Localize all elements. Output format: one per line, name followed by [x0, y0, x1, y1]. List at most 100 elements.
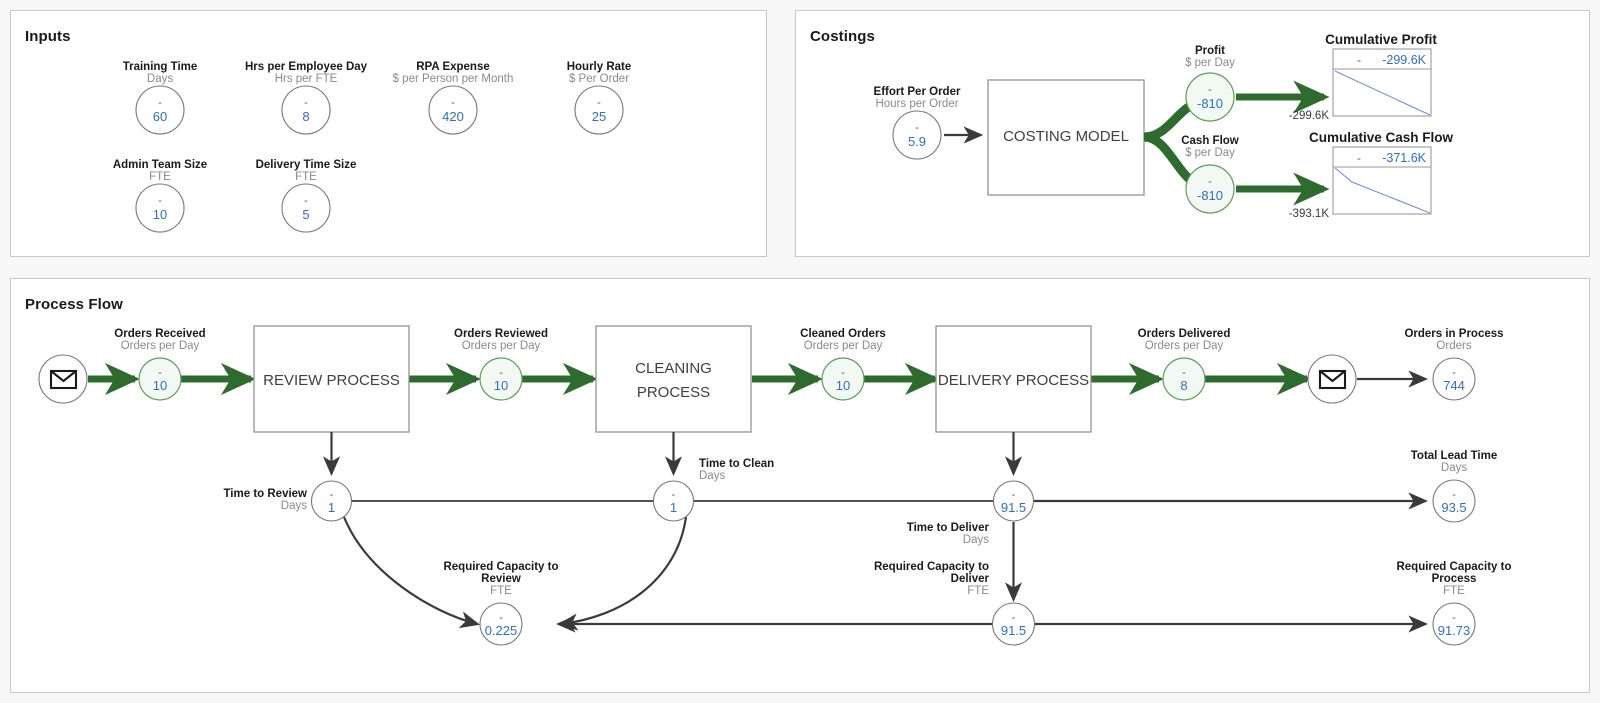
node-circle[interactable]	[574, 85, 624, 135]
chart-readout-value: -371.6K	[1382, 151, 1426, 165]
node-name: Total Lead Time	[1411, 450, 1497, 462]
node-dash: -	[1012, 489, 1016, 501]
flow-node-cleaned-orders[interactable]: Cleaned Orders Orders per Day - 10	[800, 328, 886, 401]
node-value: 10	[153, 207, 167, 222]
node-name: Training Time	[123, 61, 198, 73]
node-name: Effort Per Order	[874, 86, 961, 98]
chart-readout-value: -299.6K	[1382, 53, 1426, 67]
node-unit: Hours per Order	[875, 98, 958, 110]
node-name: Time to Clean	[699, 458, 774, 470]
flow-node-orders-received[interactable]: Orders Received Orders per Day - 10	[114, 328, 206, 401]
box-rect[interactable]	[935, 325, 1092, 433]
node-dash: -	[1208, 176, 1212, 188]
node-circle[interactable]	[1432, 602, 1476, 646]
node-dash: -	[304, 195, 308, 207]
node-value: 744	[1443, 378, 1465, 393]
node-value: 1	[328, 500, 335, 515]
node-circle[interactable]	[1185, 164, 1235, 214]
process-source-envelope[interactable]	[38, 354, 88, 404]
node-dash: -	[672, 489, 676, 501]
flow-node-time-to-review[interactable]: Time to Review Days - 1	[223, 480, 353, 522]
process-box-cleaning[interactable]: CLEANING PROCESS	[595, 325, 752, 433]
flow-node-orders-in-process[interactable]: Orders in Process Orders - 744	[1404, 328, 1504, 401]
node-value: -810	[1197, 96, 1223, 111]
node-name: Orders Received	[114, 328, 205, 340]
node-unit: $ per Day	[1185, 57, 1235, 69]
costing-node-effort-per-order[interactable]: Effort Per Order Hours per Order - 5.9	[874, 86, 961, 160]
node-dash: -	[158, 195, 162, 207]
node-circle[interactable]	[892, 110, 942, 160]
chart-cumulative-profit[interactable]: Cumulative Profit - -299.6K -299.6K	[1289, 32, 1438, 122]
node-name: Cash Flow	[1181, 135, 1239, 147]
input-node-hrs-per-employee-day[interactable]: Hrs per Employee Day Hrs per FTE - 8	[245, 61, 368, 135]
node-circle[interactable]	[281, 85, 331, 135]
node-value: 10	[836, 378, 850, 393]
flow-node-total-lead-time[interactable]: Total Lead Time Days - 93.5	[1411, 450, 1497, 523]
flow-node-time-to-deliver[interactable]: Time to Deliver Days - 91.5	[907, 480, 1035, 546]
flow-node-required-capacity-to-deliver[interactable]: Required Capacity to Deliver FTE - 91.5	[874, 561, 1036, 646]
node-name-line1: Required Capacity to	[443, 561, 558, 573]
node-value: 8	[1180, 378, 1187, 393]
flow-node-required-capacity-to-review[interactable]: Required Capacity to Review FTE - 0.225	[443, 561, 559, 646]
node-unit: FTE	[967, 585, 989, 597]
node-circle[interactable]	[992, 480, 1035, 522]
node-circle[interactable]	[281, 183, 331, 233]
flow-node-orders-reviewed[interactable]: Orders Reviewed Orders per Day - 10	[454, 328, 548, 401]
input-node-hourly-rate[interactable]: Hourly Rate $ Per Order - 25	[567, 61, 632, 135]
node-circle[interactable]	[821, 357, 865, 401]
costing-node-profit[interactable]: Profit $ per Day - -810	[1185, 45, 1235, 122]
node-unit: Hrs per FTE	[275, 73, 338, 85]
box-rect[interactable]	[595, 325, 752, 433]
node-circle[interactable]	[135, 85, 185, 135]
node-circle[interactable]	[135, 183, 185, 233]
node-name: Orders in Process	[1404, 328, 1503, 340]
chart-cumulative-cash-flow[interactable]: Cumulative Cash Flow - -371.6K -393.1K	[1289, 130, 1454, 220]
costings-diagram: Effort Per Order Hours per Order - 5.9 C…	[874, 32, 1454, 220]
inputs-panel-title: Inputs	[25, 28, 71, 45]
node-dash: -	[1012, 612, 1016, 624]
node-unit: Days	[1441, 462, 1467, 474]
flow-node-orders-delivered[interactable]: Orders Delivered Orders per Day - 8	[1138, 328, 1231, 401]
process-box-review[interactable]: REVIEW PROCESS	[253, 325, 410, 433]
node-circle[interactable]	[652, 480, 695, 522]
costings-panel-title: Costings	[810, 28, 875, 45]
chart-series-line	[1334, 167, 1431, 214]
node-circle[interactable]	[479, 602, 523, 646]
costing-model-box[interactable]: COSTING MODEL	[987, 79, 1145, 196]
node-circle[interactable]	[991, 602, 1036, 646]
node-name-line2: Deliver	[951, 573, 990, 585]
chart-title: Cumulative Cash Flow	[1309, 130, 1454, 145]
node-dash: -	[1452, 612, 1456, 624]
input-node-admin-team-size[interactable]: Admin Team Size FTE - 10	[113, 159, 207, 233]
node-unit: Days	[963, 534, 989, 546]
node-dash: -	[499, 367, 503, 379]
input-node-rpa-expense[interactable]: RPA Expense $ per Person per Month - 420	[393, 61, 514, 135]
node-circle[interactable]	[138, 357, 182, 401]
node-circle[interactable]	[1432, 357, 1476, 401]
node-circle[interactable]	[1432, 479, 1476, 523]
node-value: 0.225	[485, 623, 518, 638]
box-label: COSTING MODEL	[1003, 128, 1129, 145]
node-circle[interactable]	[1185, 72, 1235, 122]
box-label-line1: CLEANING	[635, 360, 712, 377]
node-circle[interactable]	[1162, 357, 1206, 401]
chart-title: Cumulative Profit	[1325, 32, 1437, 47]
box-rect[interactable]	[253, 325, 410, 433]
process-sink-envelope[interactable]	[1307, 354, 1357, 404]
node-dash: -	[1182, 367, 1186, 379]
node-circle[interactable]	[310, 480, 353, 522]
node-value: 91.73	[1438, 623, 1471, 638]
node-dash: -	[451, 97, 455, 109]
curve-time-review-to-capacity-review	[342, 516, 480, 629]
process-box-delivery[interactable]: DELIVERY PROCESS	[935, 325, 1092, 433]
flow-node-required-capacity-to-process[interactable]: Required Capacity to Process FTE - 91.73	[1396, 561, 1512, 646]
costing-node-cash-flow[interactable]: Cash Flow $ per Day - -810	[1181, 135, 1239, 214]
node-unit: FTE	[490, 585, 512, 597]
input-node-delivery-time-size[interactable]: Delivery Time Size FTE - 5	[256, 159, 357, 233]
input-node-training-time[interactable]: Training Time Days - 60	[123, 61, 198, 135]
node-unit: $ per Day	[1185, 147, 1235, 159]
node-circle[interactable]	[479, 357, 523, 401]
flow-node-time-to-clean[interactable]: Time to Clean Days - 1	[652, 458, 775, 522]
node-value: 10	[153, 378, 167, 393]
node-circle[interactable]	[428, 85, 478, 135]
